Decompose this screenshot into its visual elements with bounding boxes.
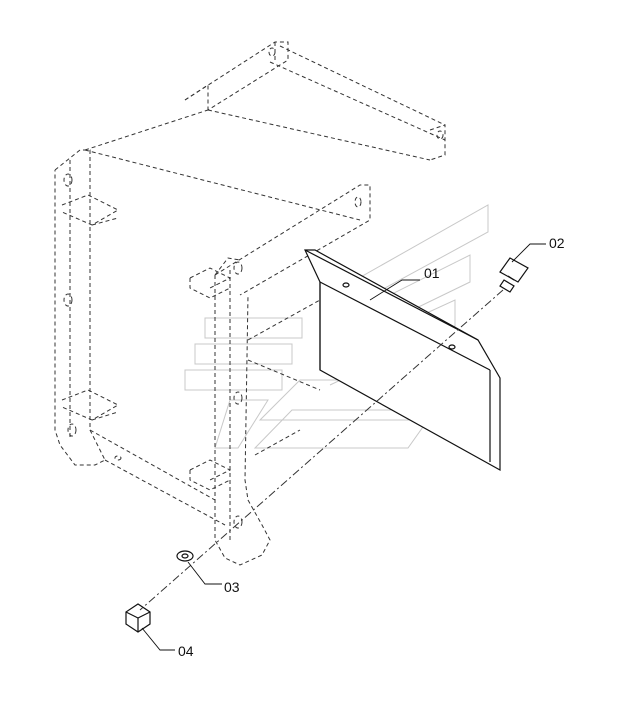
nut-part: [125, 603, 151, 633]
callout-leaders: [141, 243, 546, 651]
callout-01: 01: [424, 265, 440, 281]
bolt-part: [499, 257, 529, 293]
assembly-axis-lines: [139, 289, 504, 611]
callout-04: 04: [178, 643, 194, 659]
plate-part: [304, 249, 501, 472]
housing-frame-dashed: [54, 41, 446, 566]
callout-03: 03: [224, 579, 240, 595]
washer-part: [176, 550, 194, 562]
callout-02: 02: [549, 235, 565, 251]
